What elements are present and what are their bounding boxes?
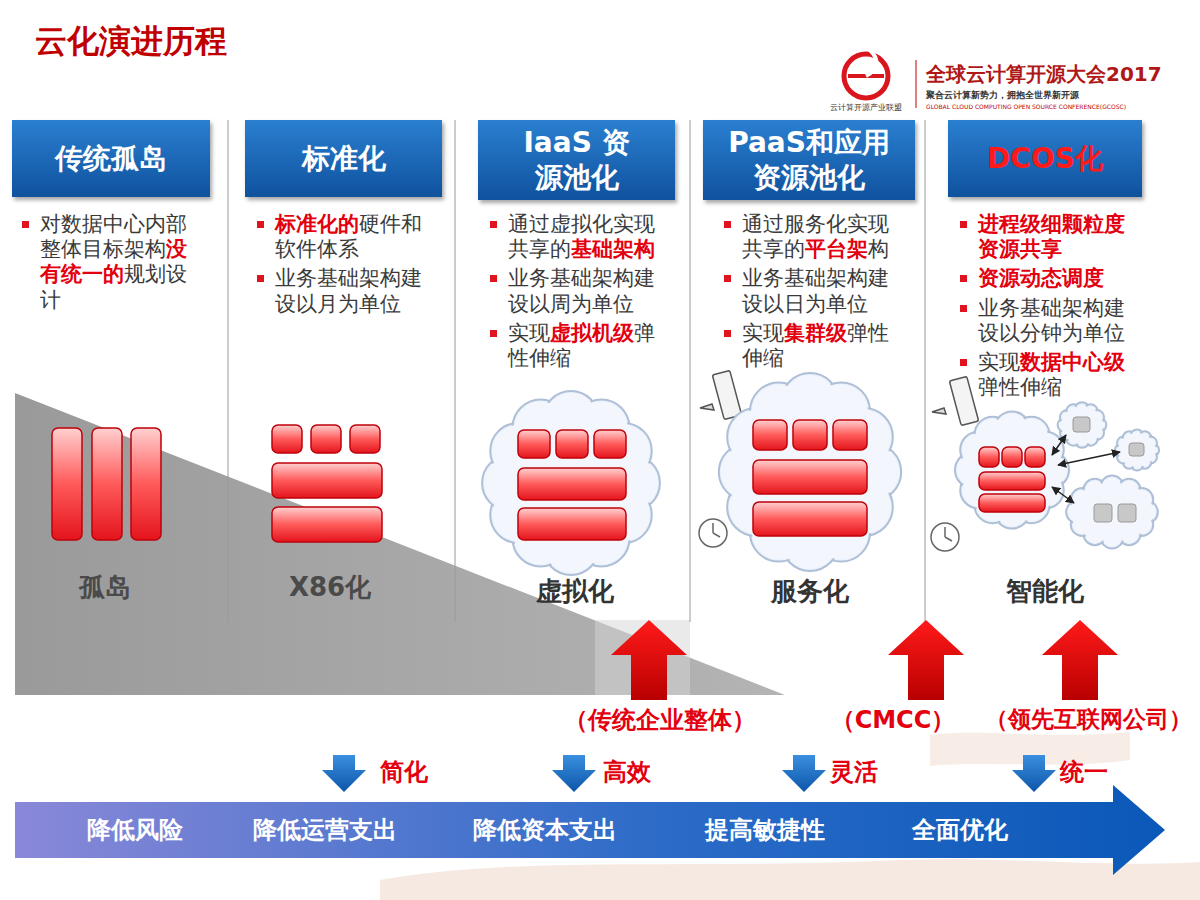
cloud	[1066, 476, 1158, 549]
benefit-keyword: 简化	[380, 758, 428, 787]
red-block	[979, 494, 1045, 512]
stage-header-box: 标准化	[245, 120, 442, 197]
red-block	[272, 463, 382, 498]
stage-header-box: IaaS 资源池化	[478, 120, 675, 200]
stage-header-box: 传统孤岛	[12, 120, 210, 197]
brush-texture	[380, 859, 1200, 900]
benefit-text: 降低资本支出	[473, 815, 617, 845]
red-block	[518, 468, 626, 500]
bullet-text: 实现集群级弹性伸缩	[742, 321, 902, 371]
red-block	[979, 472, 1045, 490]
bullet-text: 通过虚拟化实现共享的基础架构	[508, 212, 668, 262]
red-block	[518, 430, 550, 458]
stage-header-box: DCOS化	[948, 120, 1142, 197]
bullet-text: 进程级细颗粒度资源共享	[978, 212, 1138, 262]
bullet-text: 业务基础架构建设以周为单位	[508, 266, 668, 316]
red-block	[753, 460, 867, 494]
benefit-arrow-band: 降低风险 降低运营支出 降低资本支出 提高敏捷性 全面优化	[15, 785, 1165, 875]
red-block	[350, 425, 380, 453]
conference-name: 全球云计算开源大会2017	[926, 62, 1162, 86]
blue-down-arrows	[322, 755, 1056, 792]
stage-label: 孤岛	[79, 572, 131, 603]
slide-title: 云化演进历程	[35, 20, 227, 64]
double-arrow	[1052, 435, 1066, 455]
red-block	[833, 420, 867, 450]
conference-english: GLOBAL CLOUD COMPUTING OPEN SOURCE CONFE…	[926, 103, 1126, 110]
red-block	[753, 420, 787, 450]
red-block	[979, 447, 999, 467]
stage-label: 智能化	[1006, 576, 1084, 607]
double-arrow	[1058, 452, 1120, 465]
cloud	[955, 411, 1069, 528]
benefit-text: 降低运营支出	[253, 815, 397, 845]
adopter-label: （CMCC）	[831, 706, 956, 735]
header-text: DCOS化	[987, 141, 1103, 176]
bullet-text: 实现数据中心级弹性伸缩	[978, 350, 1138, 400]
cloud	[482, 391, 660, 575]
cloud	[1058, 402, 1107, 448]
red-block	[272, 425, 302, 453]
red-block	[131, 428, 161, 540]
bullet-text: 资源动态调度	[978, 266, 1138, 291]
adopter-label: （领先互联网公司）	[985, 706, 1192, 734]
stage-label: 虚拟化	[536, 576, 614, 607]
gray-block	[1073, 417, 1090, 432]
red-block	[518, 508, 626, 540]
red-block	[556, 430, 588, 458]
red-block	[92, 428, 122, 540]
red-block	[793, 420, 827, 450]
bullet-text: 通过服务化实现共享的平台架构	[742, 212, 902, 262]
header-text: 传统孤岛	[55, 141, 167, 176]
stage-label: 服务化	[771, 576, 849, 607]
benefit-text: 提高敏捷性	[705, 815, 825, 845]
benefit-text: 全面优化	[912, 815, 1008, 845]
benefit-keyword: 灵活	[830, 758, 878, 787]
red-block	[52, 428, 82, 540]
benefit-text: 降低风险	[87, 815, 183, 845]
bullet-text: 标准化的硬件和软件体系	[275, 212, 435, 262]
double-arrow	[1052, 487, 1074, 503]
gray-block	[1129, 443, 1144, 456]
stage-label: X86化	[289, 572, 371, 603]
stage-header-box: PaaS和应用 资源池化	[703, 120, 915, 200]
header-text: 标准化	[302, 141, 386, 176]
gray-block	[1118, 504, 1136, 522]
cloud	[1115, 429, 1159, 470]
gray-block	[1094, 504, 1112, 522]
bullet-text: 实现虚拟机级弹性伸缩	[508, 321, 668, 371]
red-block	[311, 425, 341, 453]
adopter-label: （传统企业整体）	[564, 706, 756, 735]
bullet-text: 业务基础架构建设以分钟为单位	[978, 296, 1138, 346]
cloud	[719, 373, 901, 571]
red-block	[272, 507, 382, 542]
bullet-text: 业务基础架构建设以日为单位	[742, 266, 902, 316]
benefit-keyword: 统一	[1060, 758, 1108, 787]
column-dividers	[228, 120, 925, 622]
bullet-text: 对数据中心内部整体目标架构没有统一的规划设计	[40, 212, 200, 313]
conference-slogan: 聚合云计算新势力，拥抱全世界新开源	[926, 90, 1079, 101]
alliance-name: 云计算开源产业联盟	[830, 103, 902, 113]
header-text: PaaS和应用 资源池化	[725, 125, 893, 195]
red-block	[753, 502, 867, 536]
header-text: IaaS 资源池化	[514, 125, 639, 195]
red-block	[1002, 447, 1022, 467]
bullet-text: 业务基础架构建设以月为单位	[275, 266, 435, 316]
benefit-keyword: 高效	[603, 758, 651, 787]
logo-mark	[844, 50, 916, 108]
red-up-arrows	[611, 620, 1118, 700]
red-block	[1025, 447, 1045, 467]
red-block	[594, 430, 626, 458]
